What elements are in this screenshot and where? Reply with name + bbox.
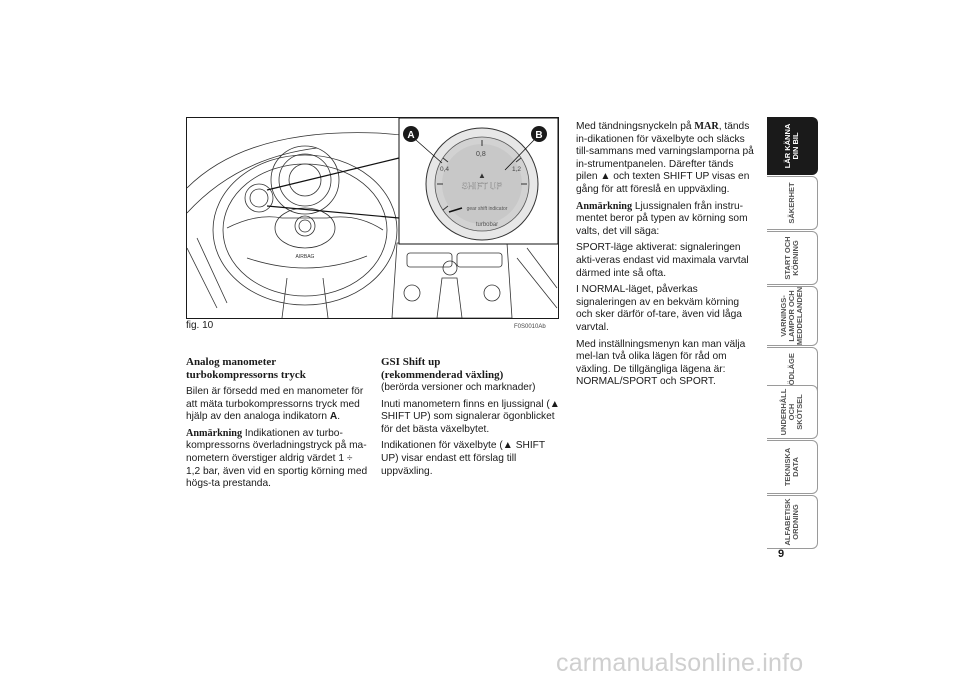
paragraph-turbo-intro: Bilen är försedd med en manometer för at… [186,386,364,423]
paragraph-turbo-note: Anmärkning Indikationen av turbo-kompres… [186,427,368,490]
dashboard-illustration: 0,8 0,4 1,2 ▲ SHIFT UP gear shift indica… [187,118,558,318]
tab-tekniska-data[interactable]: TEKNISKA DATA [767,440,818,494]
paragraph-sport-mode: SPORT-läge aktiverat: signaleringen akti… [576,242,749,279]
tab-lar-kanna-din-bil[interactable]: LÄR KÄNNA DIN BIL [767,117,818,175]
gauge-turbo-text: turbobar [476,222,498,228]
paragraph-settings-menu: Med inställningsmenyn kan man välja mel-… [576,338,746,388]
arrow-up-icon: ▲ [502,440,513,452]
gauge-arrow-icon: ▲ [478,171,486,180]
paragraph-gsi-suggestion: Indikationen för växelbyte (▲ SHIFT UP) … [381,440,545,477]
gauge-tick-12: 1,2 [512,166,521,173]
heading-turbo: Analog manometer turbokompressorns tryck [186,356,306,381]
paragraph-normal-mode: I NORMAL-läget, påverkas signaleringen a… [576,284,742,333]
gauge-indicator-text: gear shift indicator [467,206,508,212]
page-number: 9 [778,548,785,560]
heading-gsi-sub: (rekommenderad växling) [381,369,504,381]
column-gsi-shift-up: GSI Shift up (rekommenderad växling) (be… [381,356,561,482]
note-keyword: Anmärkning [576,200,633,212]
callout-a: A [407,130,414,141]
tab-varningslampor[interactable]: VARNINGS- LAMPOR OCH MEDDELANDEN [767,286,818,346]
arrow-up-icon: ▲ [600,171,611,183]
gauge-shift-up-text: SHIFT UP [462,181,503,191]
tab-start-och-korning[interactable]: START OCH KÖRNING [767,231,818,285]
ref-a: A [329,411,338,423]
gauge-tick-04: 0,4 [440,166,449,173]
arrow-up-icon: ▲ [549,398,560,410]
tab-underhall[interactable]: UNDERHÅLL OCH SKÖTSEL [767,385,818,439]
airbag-label: AIRBAG [296,254,315,260]
figure-dashboard: 0,8 0,4 1,2 ▲ SHIFT UP gear shift indica… [186,117,559,319]
note-keyword: Anmärkning [186,427,243,439]
heading-gsi: GSI Shift up [381,356,441,368]
figure-code: F0S0010Ab [514,324,546,330]
tab-sakerhet[interactable]: SÄKERHET [767,176,818,230]
paragraph-gsi-signal: Inuti manometern finns en ljussignal (▲ … [381,398,560,435]
mar-keyword: MAR [694,121,719,132]
callout-b: B [535,130,542,141]
column-shift-details: Med tändningsnyckeln på MAR, tänds in-di… [576,121,756,393]
paragraph-ignition: Med tändningsnyckeln på MAR, tänds in-di… [576,121,754,195]
figure-label: fig. 10 [186,320,214,331]
column-turbo-gauge: Analog manometer turbokompressorns tryck… [186,356,369,495]
paragraph-light-note: Anmärkning Ljussignalen från instru-ment… [576,200,748,237]
tab-alfabetisk-ordning[interactable]: ALFABETISK ORDNING [767,495,818,549]
watermark: carmanualsonline.info [556,649,804,677]
gauge-tick-08: 0,8 [476,151,486,158]
subheading-markets: (berörda versioner och marknader) [381,382,536,393]
